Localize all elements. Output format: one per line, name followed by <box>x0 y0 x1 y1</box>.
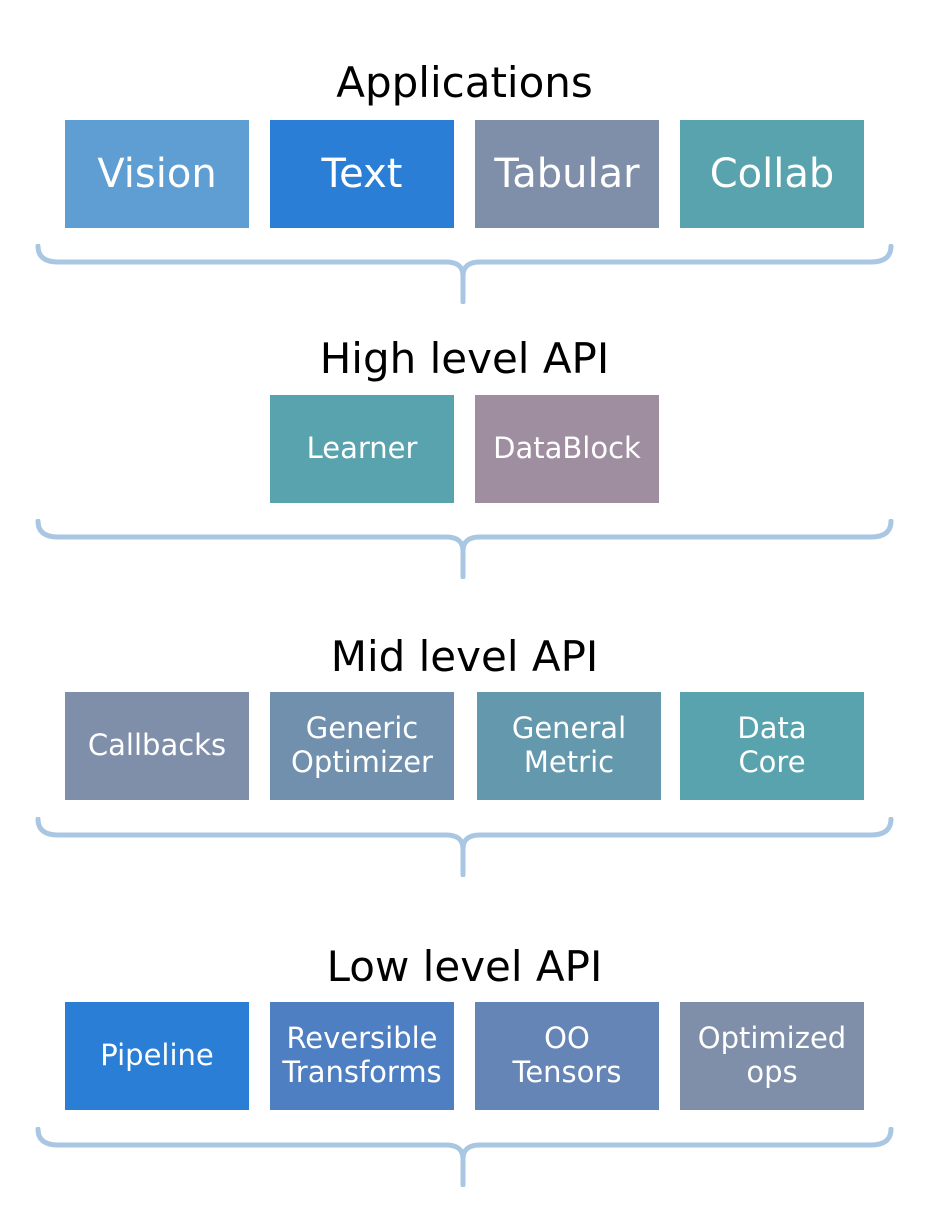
brace-mid-level-api <box>35 817 894 877</box>
box-text: Text <box>270 120 454 228</box>
box-oo-tensors: OO Tensors <box>475 1002 659 1110</box>
brace-applications <box>35 244 894 304</box>
layer-title-mid-level-api: Mid level API <box>330 632 599 681</box>
brace-high-level-api <box>35 519 894 579</box>
box-data-core: Data Core <box>680 692 864 800</box>
box-pipeline: Pipeline <box>65 1002 249 1110</box>
box-vision: Vision <box>65 120 249 228</box>
brace-low-level-api <box>35 1127 894 1187</box>
box-tabular: Tabular <box>475 120 659 228</box>
box-optimized-ops: Optimized ops <box>680 1002 864 1110</box>
box-callbacks: Callbacks <box>65 692 249 800</box>
box-general-metric: General Metric <box>477 692 661 800</box>
layer-title-low-level-api: Low level API <box>326 942 603 991</box>
box-learner: Learner <box>270 395 454 503</box>
box-collab: Collab <box>680 120 864 228</box>
box-reversible-transforms: Reversible Transforms <box>270 1002 454 1110</box>
layer-title-high-level-api: High level API <box>319 334 610 383</box>
box-datablock: DataBlock <box>475 395 659 503</box>
box-generic-optimizer: Generic Optimizer <box>270 692 454 800</box>
layer-title-applications: Applications <box>336 58 593 107</box>
